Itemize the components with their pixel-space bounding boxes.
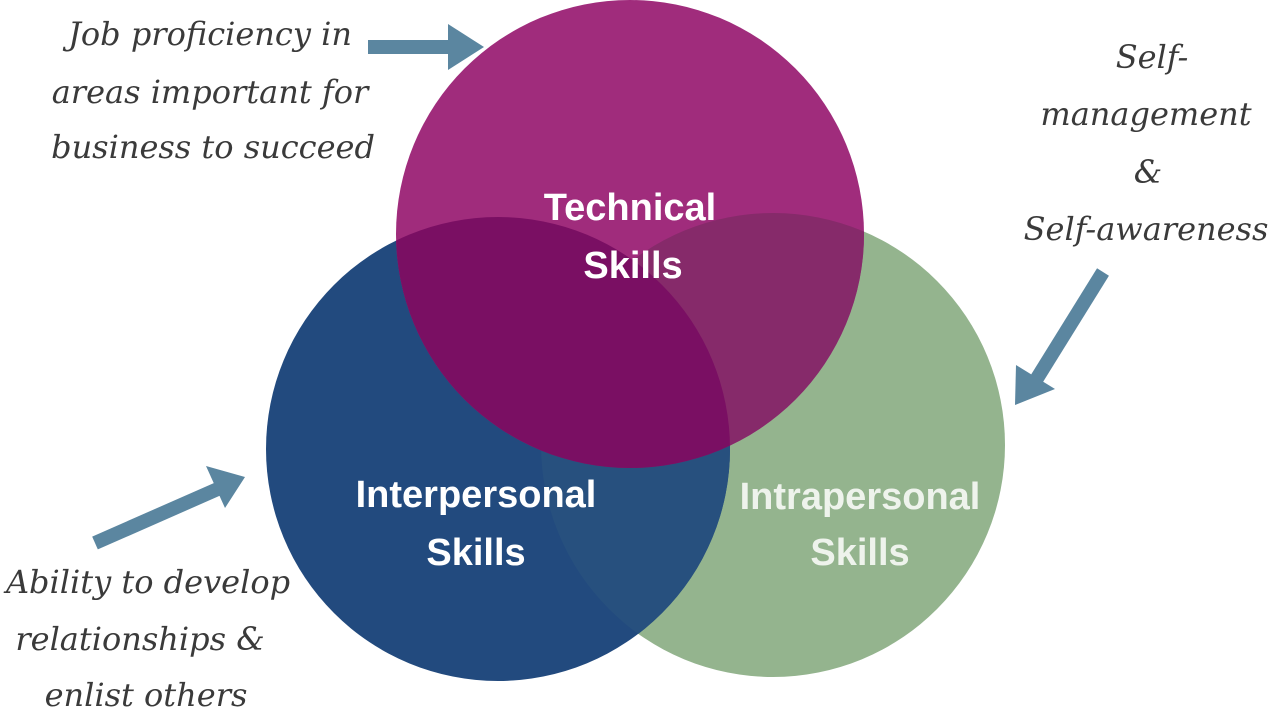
intrapersonal-skills-label-line2: Skills (810, 532, 909, 574)
technical-note-line3: business to succeed (51, 128, 375, 166)
interpersonal-note-line3: enlist others (45, 676, 248, 714)
interpersonal-skills-label-line2: Skills (426, 532, 525, 574)
interpersonal-note-line1: Ability to develop (3, 563, 290, 601)
intrapersonal-note-line3: & (1134, 153, 1162, 191)
technical-note-line2: areas important for (52, 73, 370, 111)
technical-skills-label-line2: Skills (583, 245, 682, 287)
arrow-down-left-icon (1015, 268, 1109, 405)
interpersonal-skills-label-line1: Interpersonal (356, 474, 597, 516)
intrapersonal-note-line4: Self-awareness (1024, 210, 1269, 248)
arrow-up-right-icon (92, 466, 245, 550)
arrow-right-icon (368, 24, 484, 70)
intrapersonal-skills-label-line1: Intrapersonal (740, 476, 981, 518)
technical-skills-label-line1: Technical (544, 187, 716, 229)
technical-note-line1: Job proficiency in (62, 15, 352, 53)
intrapersonal-note-line1: Self- (1116, 38, 1189, 76)
interpersonal-note-line2: relationships & (15, 620, 264, 658)
intrapersonal-note-line2: management (1040, 95, 1251, 133)
